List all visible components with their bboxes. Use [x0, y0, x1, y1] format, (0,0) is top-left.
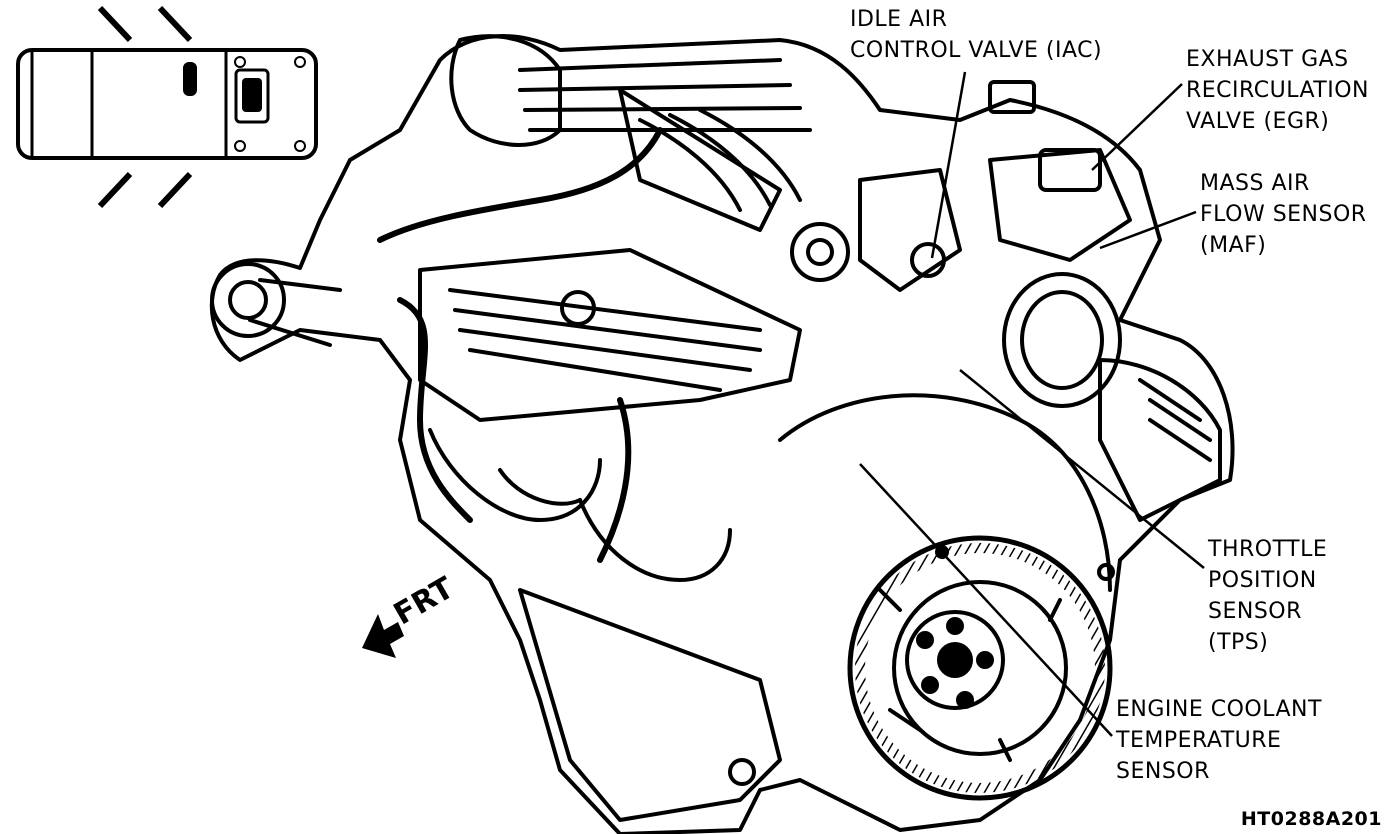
callout-line: VALVE (EGR) [1186, 109, 1330, 134]
callout-line: RECIRCULATION [1186, 78, 1369, 103]
vehicle-locator-icon [16, 5, 318, 209]
callout-line: (MAF) [1200, 233, 1267, 258]
leader-line-iac [930, 71, 967, 259]
engine-illustration [209, 34, 1235, 834]
callout-line: FLOW SENSOR [1200, 202, 1367, 227]
callout-throttle-position-sensor: THROTTLE POSITION SENSOR (TPS) [1208, 534, 1327, 658]
callout-line: CONTROL VALVE (IAC) [850, 38, 1103, 63]
callout-mass-air-flow-sensor: MASS AIR FLOW SENSOR (MAF) [1200, 168, 1367, 261]
callout-line: MASS AIR [1200, 171, 1310, 196]
callout-engine-coolant-temperature-sensor: ENGINE COOLANT TEMPERATURE SENSOR [1116, 694, 1322, 787]
leader-line-maf [1099, 210, 1197, 250]
callout-idle-air-control-valve: IDLE AIR CONTROL VALVE (IAC) [850, 4, 1102, 66]
callout-line: TEMPERATURE [1116, 728, 1282, 753]
callout-line: SENSOR [1208, 599, 1302, 624]
leader-line-egr [1091, 83, 1183, 171]
callout-line: SENSOR [1116, 759, 1210, 784]
callout-line: ENGINE COOLANT [1116, 697, 1322, 722]
leader-line-tps [959, 369, 1205, 569]
drawing-code: HT0288A201 [1240, 808, 1382, 830]
callout-line: THROTTLE [1208, 537, 1328, 562]
callout-exhaust-gas-recirculation-valve: EXHAUST GAS RECIRCULATION VALVE (EGR) [1186, 44, 1369, 137]
front-arrow-icon [362, 614, 404, 658]
callout-line: POSITION [1208, 568, 1317, 593]
leader-line-ect [859, 463, 1113, 737]
callout-line: (TPS) [1208, 630, 1269, 655]
leader-lines [859, 71, 1205, 737]
callout-line: IDLE AIR [850, 7, 948, 32]
callout-line: EXHAUST GAS [1186, 47, 1349, 72]
